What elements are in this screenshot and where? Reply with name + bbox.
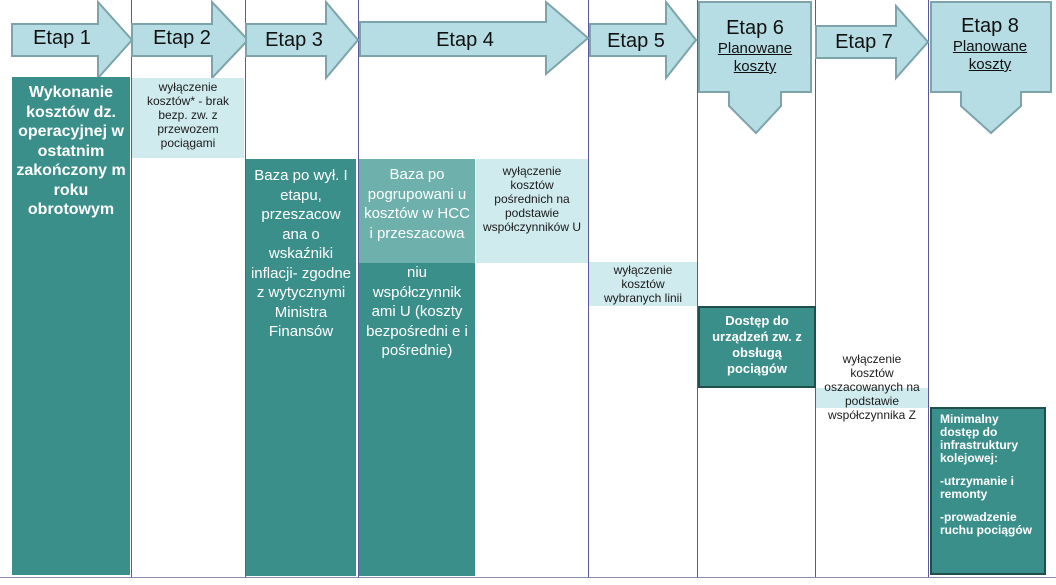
column-divider bbox=[131, 0, 132, 578]
column-divider bbox=[245, 0, 246, 578]
stage-2-arrow: Etap 2 bbox=[131, 0, 250, 81]
column-divider bbox=[697, 0, 698, 578]
stage-8-subtitle: Planowane koszty bbox=[952, 38, 1028, 73]
column-divider bbox=[928, 0, 929, 578]
stage-4-top-text: Baza po pogrupowani u kosztów w HCC i pr… bbox=[364, 166, 470, 242]
baseline bbox=[0, 577, 1056, 578]
stage-5-arrow: Etap 5 bbox=[589, 0, 698, 81]
column-divider bbox=[815, 0, 816, 578]
stage-2-label: Etap 2 bbox=[153, 27, 211, 49]
stage-1-box: Wykonanie kosztów dz. operacyjnej w osta… bbox=[12, 77, 130, 575]
stage-8-label: Etap 8 Planowane koszty bbox=[930, 14, 1050, 74]
stage-2-note-text: wyłączenie kosztów* - brak bezp. zw. z p… bbox=[146, 80, 230, 150]
stage-8-heading: Minimalny dostęp do infrastruktury kolej… bbox=[940, 412, 1019, 465]
stage-7-label: Etap 7 bbox=[835, 31, 893, 53]
stage-3-text: Baza po wył. I etapu, przeszacow ana o w… bbox=[250, 167, 352, 340]
stage-7-arrow: Etap 7 bbox=[815, 3, 930, 82]
stage-5-note-text: wyłączenie kosztów wybranych linii bbox=[603, 263, 683, 305]
stage-6-box: Dostęp do urządzeń zw. z obsługą pociągó… bbox=[698, 306, 816, 388]
column-divider bbox=[358, 0, 359, 578]
stage-3-box: Baza po wył. I etapu, przeszacow ana o w… bbox=[246, 159, 356, 576]
stage-6-text: Dostęp do urządzeń zw. z obsługą pociągó… bbox=[712, 313, 802, 376]
stage-7-note-text: wyłączenie kosztów oszacowanych na podst… bbox=[824, 352, 920, 422]
stage-2-note: wyłączenie kosztów* - brak bezp. zw. z p… bbox=[132, 78, 244, 158]
stage-8-item-maintenance: -utrzymanie i remonty bbox=[940, 474, 1015, 501]
stage-3-arrow: Etap 3 bbox=[245, 0, 360, 81]
stage-8-arrow: Etap 8 Planowane koszty bbox=[930, 1, 1052, 135]
stage-5-note: wyłączenie kosztów wybranych linii bbox=[589, 262, 697, 306]
stage-6-arrow: Etap 6 Planowane koszty bbox=[698, 1, 814, 135]
stage-1-arrow: Etap 1 bbox=[11, 0, 134, 81]
stage-8-item-traffic: -prowadzenie ruchu pociągów bbox=[940, 510, 1033, 537]
stage-4-box-top: Baza po pogrupowani u kosztów w HCC i pr… bbox=[359, 159, 475, 263]
stage-4-box-bottom: niu współczynnik ami U (koszty bezpośred… bbox=[359, 263, 475, 576]
stage-5-label: Etap 5 bbox=[607, 30, 665, 52]
stage-6-title: Etap 6 bbox=[726, 17, 784, 39]
stage-8-title: Etap 8 bbox=[961, 15, 1019, 37]
stage-1-label: Etap 1 bbox=[33, 27, 91, 49]
stage-4-arrow: Etap 4 bbox=[359, 0, 590, 78]
stage-6-label: Etap 6 Planowane koszty bbox=[698, 16, 812, 76]
stage-4-bottom-text: niu współczynnik ami U (koszty bezpośred… bbox=[366, 264, 468, 359]
stage-7-note-strip bbox=[816, 388, 928, 408]
stage-4-label: Etap 4 bbox=[436, 29, 494, 51]
stage-4-note-text: wyłączenie kosztów pośrednich na podstaw… bbox=[482, 164, 582, 234]
stage-3-label: Etap 3 bbox=[265, 29, 323, 51]
stage-6-subtitle: Planowane koszty bbox=[717, 40, 793, 75]
stage-1-text: Wykonanie kosztów dz. operacyjnej w osta… bbox=[16, 84, 126, 218]
stage-7-note: wyłączenie kosztów oszacowanych na podst… bbox=[816, 352, 928, 448]
stage-8-box: Minimalny dostęp do infrastruktury kolej… bbox=[930, 407, 1046, 575]
column-divider bbox=[588, 0, 589, 578]
stage-4-note: wyłączenie kosztów pośrednich na podstaw… bbox=[476, 159, 588, 263]
